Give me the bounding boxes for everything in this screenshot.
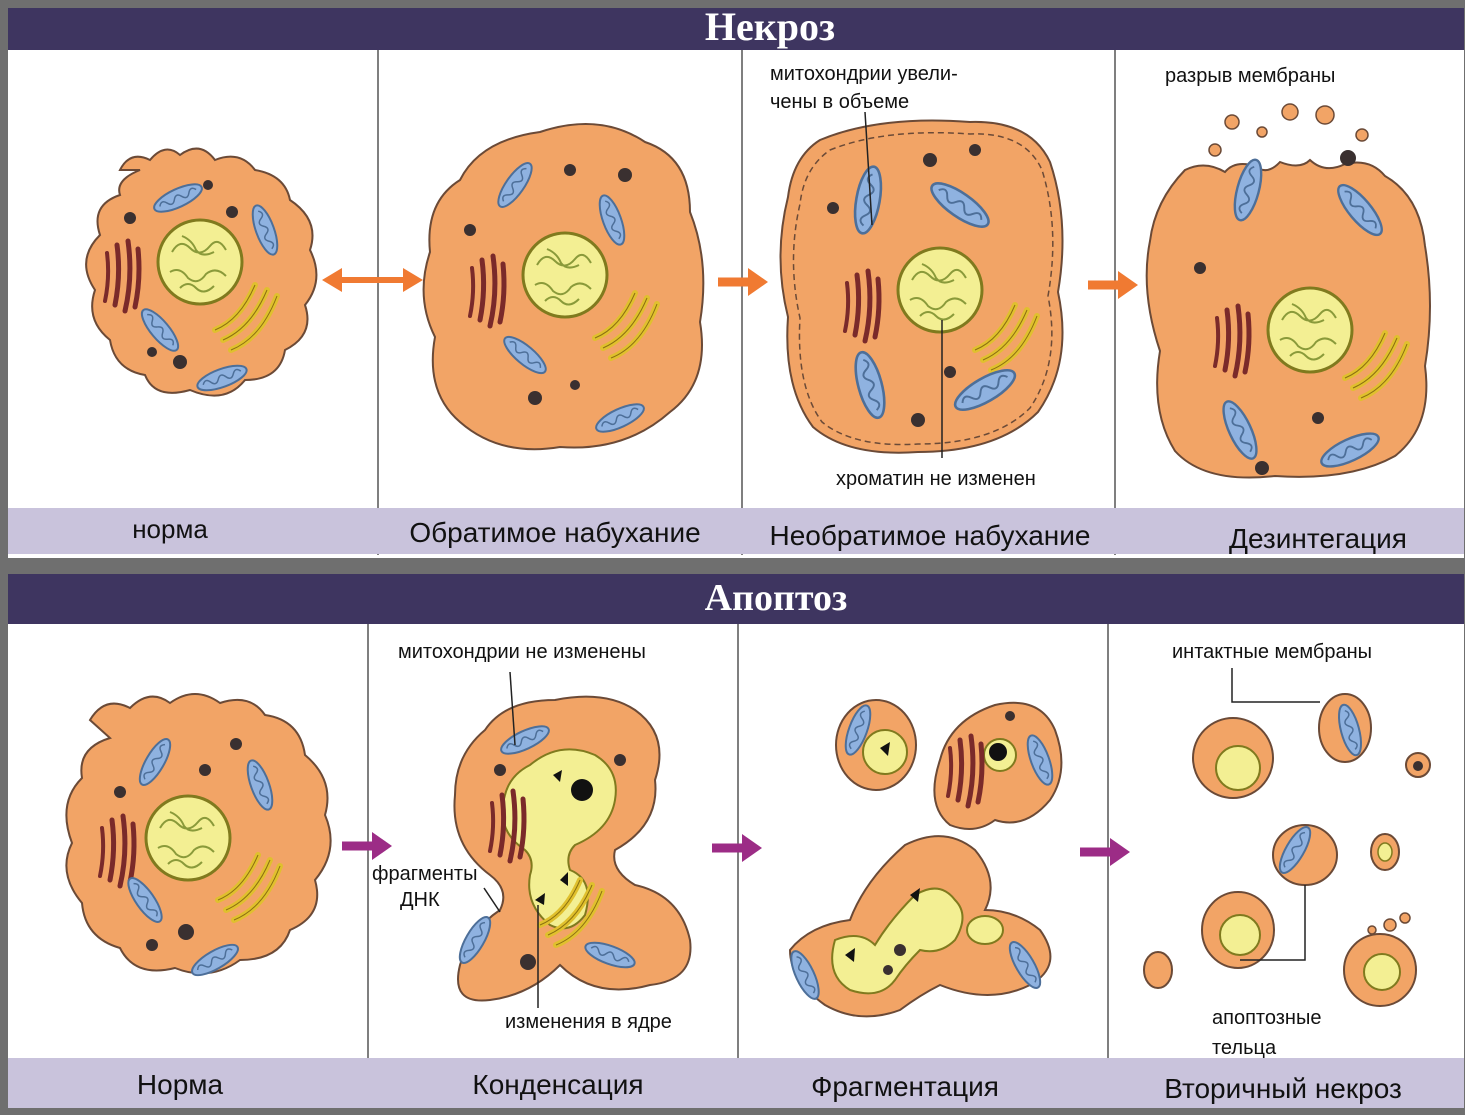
annotation-mito-enlarged-line2: чены в объеме [770,91,909,113]
stage-label-fragmentation: Фрагментация [811,1071,999,1102]
apoptosis-title: Апоптоз [705,577,848,619]
cell-normal [86,149,316,396]
annotation-dna-fragments-line2: ДНК [400,889,440,911]
stage-label-secondary-necrosis: Вторичный некроз [1164,1073,1402,1104]
stage-label-normal-apoptosis: Норма [137,1069,224,1100]
necrosis-panel: Некроз норма Обратимое набухание Необрат… [8,4,1464,558]
annotation-nucleus-changes: изменения в ядре [505,1011,672,1033]
cell-reversible-swelling [424,124,704,449]
stage-label-normal: норма [132,514,208,544]
annotation-apoptotic-bodies-line2: тельца [1212,1037,1277,1059]
annotation-mito-enlarged-line1: митохондрии увели- [770,63,958,85]
stage-label-condensation: Конденсация [472,1069,643,1100]
annotation-mito-unchanged: митохондрии не изменены [398,641,646,663]
annotation-chromatin-unchanged: хроматин не изменен [836,468,1036,490]
apoptosis-panel: Апоптоз Норма Конденсация Фрагментация В… [8,574,1464,1108]
annotation-apoptotic-bodies-line1: апоптозные [1212,1007,1321,1029]
stage-label-reversible-swelling: Обратимое набухание [409,517,700,548]
annotation-dna-fragments-line1: фрагменты [372,863,477,885]
annotation-intact-membranes: интактные мембраны [1172,641,1372,663]
stage-label-irreversible-swelling: Необратимое набухание [770,520,1091,551]
necrosis-title: Некроз [705,4,835,49]
stage-label-disintegration: Дезинтегация [1229,523,1407,554]
cell-irreversible-swelling [781,112,1063,458]
annotation-membrane-rupture: разрыв мембраны [1165,65,1335,87]
